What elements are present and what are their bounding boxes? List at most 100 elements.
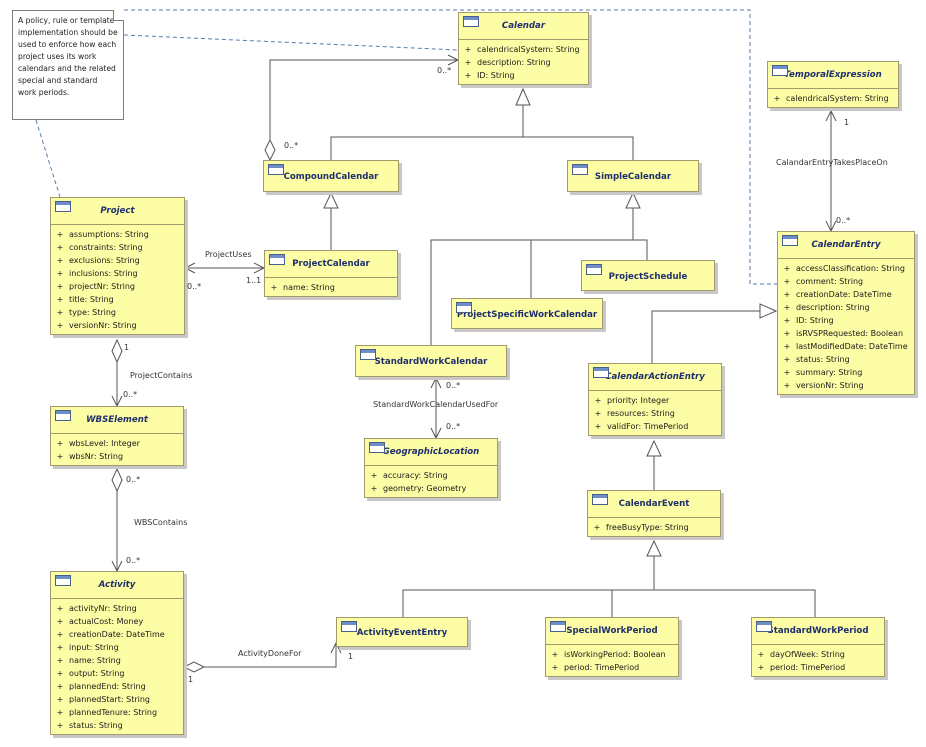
mult-calendar-self-bottom: 0..*: [284, 141, 299, 150]
class-icon: [269, 254, 285, 265]
mult-project-uses-right: 1..1: [246, 276, 262, 285]
class-icon: [369, 442, 385, 453]
class-calendar-event[interactable]: CalendarEvent +freeBusyType: String: [587, 490, 721, 537]
label-wbs-contains: WBSContains: [134, 518, 188, 527]
label-project-contains: ProjectContains: [130, 371, 193, 380]
class-icon: [55, 201, 71, 212]
attribute: type: String: [69, 308, 116, 317]
class-icon: [55, 575, 71, 586]
class-icon: [572, 164, 588, 175]
class-icon: [341, 621, 357, 632]
class-project[interactable]: Project +assumptions: String +constraint…: [50, 197, 185, 335]
class-icon: [55, 410, 71, 421]
class-calendar-action-entry[interactable]: CalendarActionEntry +priority: Integer +…: [588, 363, 722, 436]
mult-temporal-one: 1: [844, 118, 850, 127]
class-icon: [360, 349, 376, 360]
mult-project-contains-bottom: 0..*: [123, 390, 138, 399]
class-standard-work-calendar[interactable]: StandardWorkCalendar: [355, 345, 507, 377]
label-swc-used-for: StandardWorkCalendarUsedFor: [373, 400, 499, 409]
class-project-calendar[interactable]: ProjectCalendar +name: String: [264, 250, 398, 297]
note-text: A policy, rule or template implementatio…: [18, 16, 118, 97]
mult-activity-right: 1: [348, 652, 354, 661]
mult-project-contains-top: 1: [124, 343, 130, 352]
class-name: ProjectSchedule: [608, 271, 688, 282]
class-compound-calendar[interactable]: CompoundCalendar: [263, 160, 399, 192]
attribute: description: String: [477, 58, 551, 67]
attribute: status: String: [69, 721, 123, 730]
class-wbs-element[interactable]: WBSElement +wbsLevel: Integer +wbsNr: St…: [50, 406, 184, 466]
class-name: WBSElement: [86, 415, 148, 425]
class-geographic-location[interactable]: GeographicLocation +accuracy: String +ge…: [364, 438, 498, 498]
gen-simple-tree: [430, 208, 648, 345]
mult-entry-many: 0..*: [836, 216, 851, 225]
class-standard-work-period[interactable]: StandardWorkPeriod +dayOfWeek: String +p…: [751, 617, 885, 677]
gen-event-tree: [402, 556, 816, 617]
class-activity-event-entry[interactable]: ActivityEventEntry: [336, 617, 468, 647]
attribute: isWorkingPeriod: Boolean: [564, 650, 666, 659]
class-name: GeographicLocation: [382, 447, 480, 457]
class-temporal-expression[interactable]: TemporalExpression +calendricalSystem: S…: [767, 61, 899, 108]
attribute: inclusions: String: [69, 269, 138, 278]
class-name: CalendarActionEntry: [605, 372, 705, 382]
attribute: actualCost: Money: [69, 617, 144, 626]
attribute: ID: String: [796, 316, 834, 325]
attribute: exclusions: String: [69, 256, 140, 265]
class-icon: [456, 302, 472, 313]
class-calendar-entry[interactable]: CalendarEntry +accessClassification: Str…: [777, 231, 915, 395]
class-name: StandardWorkCalendar: [374, 357, 488, 367]
class-calendar[interactable]: Calendar +calendricalSystem: String +des…: [458, 12, 589, 85]
class-name: CalendarEntry: [811, 240, 881, 250]
attribute: plannedEnd: String: [69, 682, 146, 691]
class-name: TemporalExpression: [784, 70, 882, 80]
class-name: Activity: [98, 580, 136, 590]
class-activity[interactable]: Activity +activityNr: String +actualCost…: [50, 571, 184, 735]
attribute: freeBusyType: String: [606, 523, 689, 532]
gen-action-entry: [651, 310, 760, 363]
class-name: StandardWorkPeriod: [767, 626, 869, 636]
class-name: Calendar: [501, 21, 546, 31]
note-fold: [113, 10, 124, 21]
attribute: plannedTenure: String: [69, 708, 158, 717]
attribute: plannedStart: String: [69, 695, 150, 704]
class-simple-calendar[interactable]: SimpleCalendar: [567, 160, 699, 192]
gen-arrow-calendar: [515, 87, 531, 106]
attribute: activityNr: String: [69, 604, 137, 613]
class-project-schedule[interactable]: ProjectSchedule: [581, 260, 715, 291]
note-link-calendar: [123, 34, 459, 51]
attribute: geometry: Geometry: [383, 484, 467, 493]
mult-wbs-contains-top: 0..*: [126, 475, 141, 484]
mult-wbs-contains-bottom: 0..*: [126, 556, 141, 565]
class-icon: [463, 16, 479, 27]
attribute: wbsNr: String: [69, 452, 124, 461]
attribute: ID: String: [477, 71, 515, 80]
class-project-specific-work-calendar[interactable]: ProjectSpecificWorkCalendar: [451, 298, 603, 329]
attribute: creationDate: DateTime: [796, 290, 892, 299]
attribute: period: TimePeriod: [564, 663, 640, 672]
class-name: Project: [100, 206, 135, 216]
attribute: status: String: [796, 355, 850, 364]
attribute: creationDate: DateTime: [69, 630, 165, 639]
attribute: isRVSPRequested: Boolean: [796, 329, 904, 338]
class-icon: [586, 264, 602, 275]
mult-swc-top: 0..*: [446, 381, 461, 390]
mult-calendar-self-top: 0..*: [437, 66, 452, 75]
attribute: calendricalSystem: String: [477, 45, 580, 54]
class-name: CompoundCalendar: [283, 172, 379, 182]
class-name: ProjectCalendar: [292, 259, 370, 269]
attribute: versionNr: String: [69, 321, 137, 330]
class-name: CalendarEvent: [618, 499, 690, 509]
mult-project-uses-left: 0..*: [187, 282, 202, 291]
attribute: comment: String: [796, 277, 864, 286]
attribute: wbsLevel: Integer: [69, 439, 140, 448]
attribute: accessClassification: String: [796, 264, 906, 273]
attribute: accuracy: String: [383, 471, 448, 480]
class-icon: [782, 235, 798, 246]
attribute: calendricalSystem: String: [786, 94, 889, 103]
class-special-work-period[interactable]: SpecialWorkPeriod +isWorkingPeriod: Bool…: [545, 617, 679, 677]
attribute: dayOfWeek: String: [770, 650, 845, 659]
attribute: priority: Integer: [607, 396, 670, 405]
attribute: lastModifiedDate: DateTime: [796, 342, 908, 351]
class-icon: [593, 367, 609, 378]
attribute: projectNr: String: [69, 282, 136, 291]
